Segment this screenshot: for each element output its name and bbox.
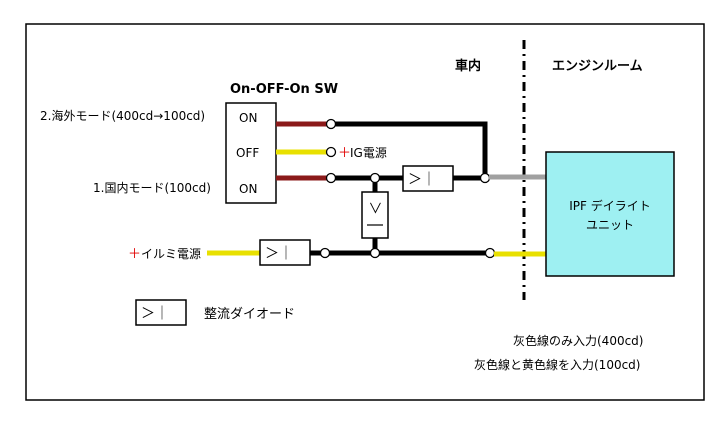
junction-vertical-bottom [369, 247, 381, 259]
unit-label-line1: IPF デイライト [569, 198, 651, 213]
mode-overseas-label: 2.海外モード(400cd→100cd) [40, 108, 205, 123]
junction-vertical-top [369, 172, 381, 184]
diode-main-symbol: ＞｜ [408, 172, 436, 188]
note-gray-only: 灰色線のみ入力(400cd) [513, 333, 643, 348]
switch-position-on-bottom: ON [239, 182, 257, 196]
switch-title: On-OFF-On SW [230, 82, 338, 97]
zone-cabin-label: 車内 [455, 58, 481, 74]
terminal-top [325, 118, 337, 130]
diode-vertical-symbol: ＞ [366, 201, 382, 215]
illumi-plus-sign: ＋ [128, 247, 141, 262]
ig-power-label: IG電源 [350, 146, 387, 160]
legend-diode-symbol: ＞｜ [141, 306, 169, 322]
note-gray-yellow: 灰色線と黄色線を入力(100cd) [474, 357, 640, 372]
terminal-illumi [319, 247, 331, 259]
diode-vertical [361, 191, 389, 239]
legend-label: 整流ダイオード [204, 307, 295, 322]
wire-top-black [331, 121, 488, 176]
diode-main [402, 165, 454, 192]
zone-engine-label: エンジンルーム [552, 59, 643, 74]
terminal-ig [325, 146, 337, 158]
diode-illumi-symbol: ＞｜ [265, 246, 293, 262]
ipf-daylight-unit [545, 151, 675, 277]
legend-diode [135, 299, 187, 326]
terminal-yellow [484, 247, 496, 259]
switch-position-on-top: ON [239, 111, 257, 125]
illumi-power-label: イルミ電源 [141, 247, 201, 261]
switch-body [225, 102, 277, 204]
junction-right [479, 172, 491, 184]
unit-label-line2: ユニット [586, 218, 634, 232]
ig-plus-sign: ＋ [338, 146, 351, 161]
mode-domestic-label: 1.国内モード(100cd) [93, 181, 211, 195]
terminal-bottom [325, 172, 337, 184]
switch-position-off: OFF [236, 146, 259, 160]
